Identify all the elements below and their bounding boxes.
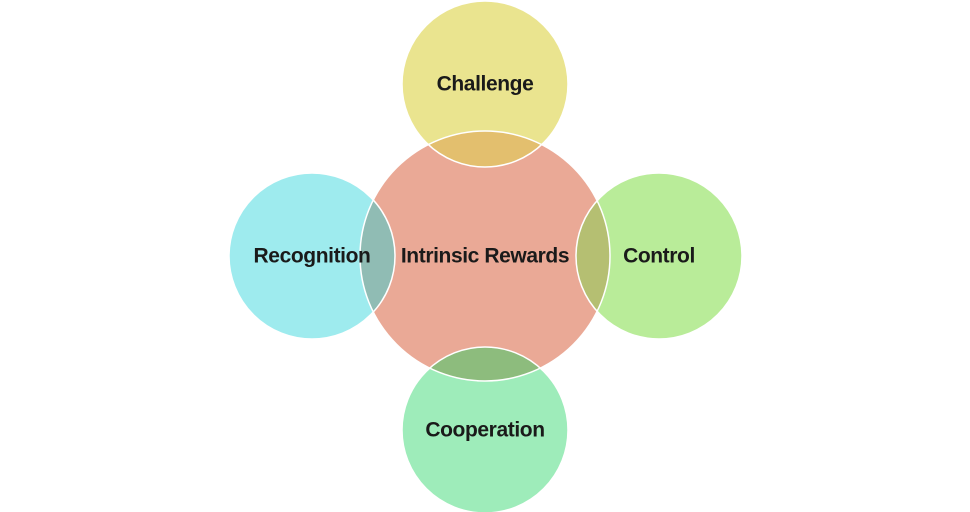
challenge-label: Challenge [437,73,534,96]
challenge-circle [402,1,568,167]
center-circle [360,131,610,381]
recognition-label: Recognition [254,245,371,268]
cooperation-label: Cooperation [425,419,544,442]
challenge-outline [401,0,569,168]
recognition-circle [229,173,395,339]
center-outline [359,130,611,382]
control-outline [575,172,743,340]
center-label: Intrinsic Rewards [401,245,569,268]
control-circle [576,173,742,339]
cooperation-outline [401,346,569,512]
cooperation-circle [402,347,568,512]
control-label: Control [623,245,695,268]
recognition-outline [228,172,396,340]
